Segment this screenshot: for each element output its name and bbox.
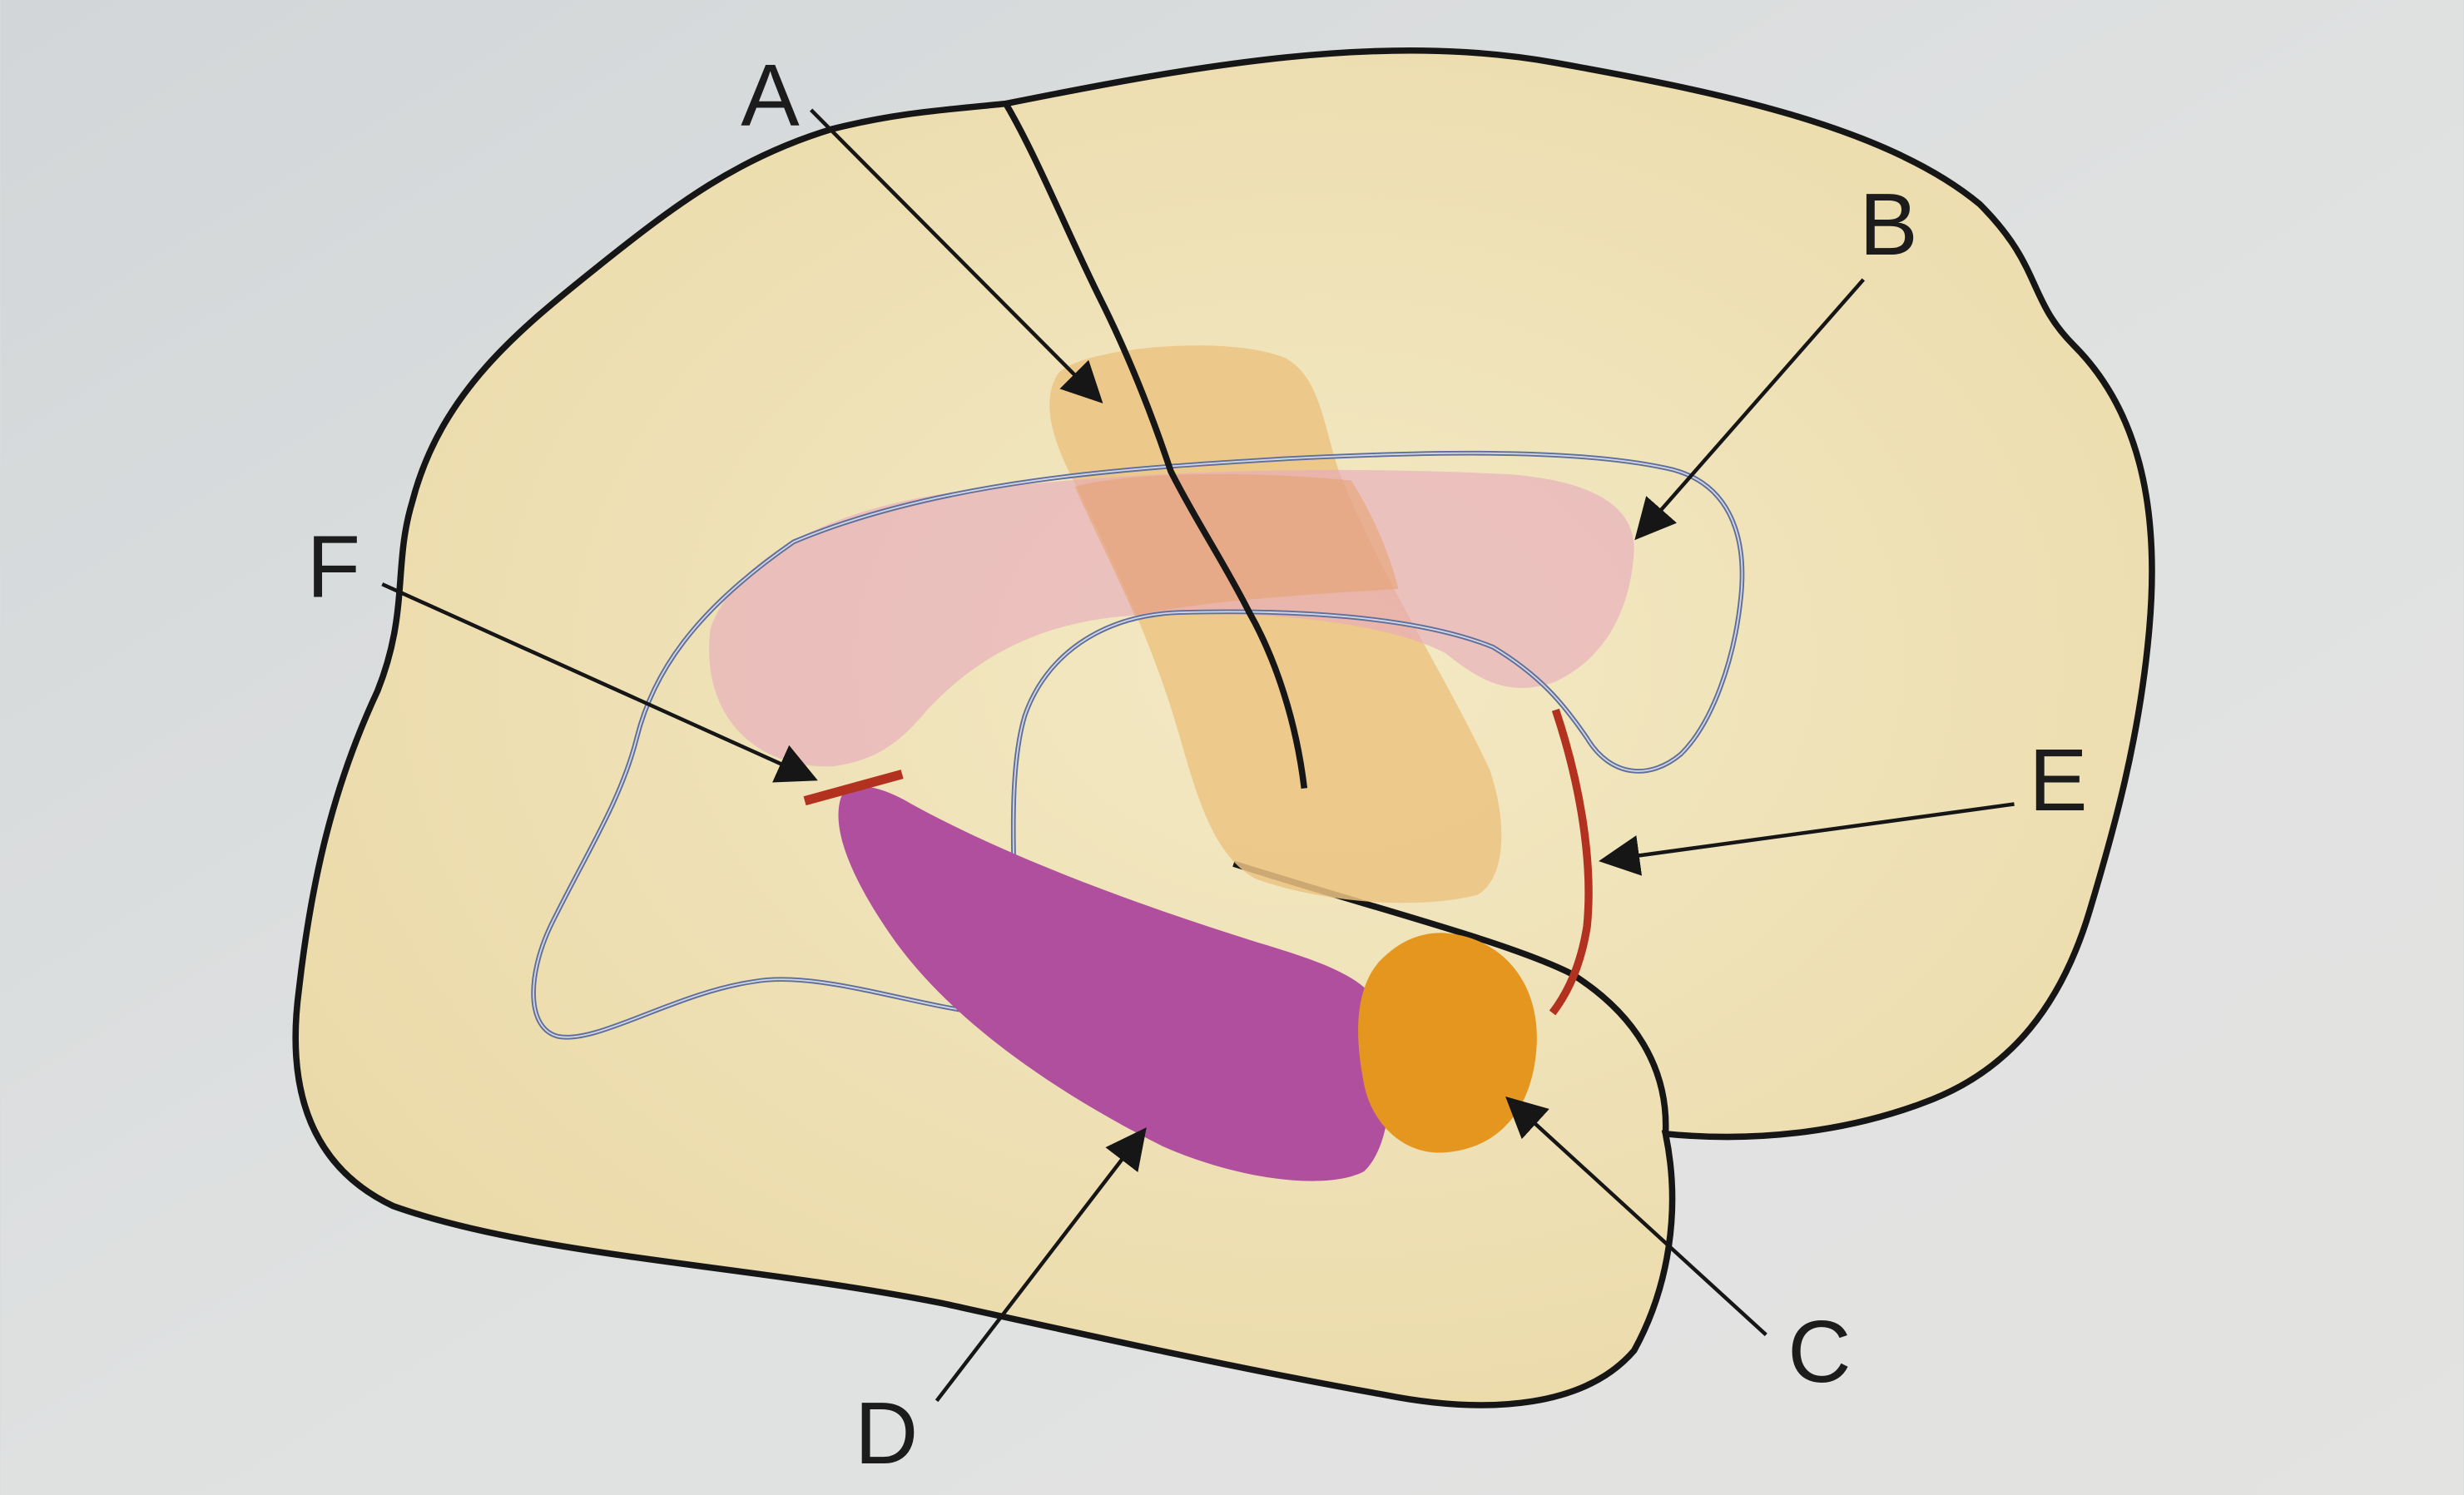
- marker-e: [1549, 708, 1593, 1016]
- arrow-b: [1634, 278, 1866, 541]
- label-c: C: [1787, 1303, 1851, 1401]
- label-b: B: [1859, 176, 1917, 274]
- arrow-e: [1599, 802, 2015, 876]
- label-a: A: [741, 47, 800, 145]
- ventricle-outline-inner: [533, 452, 1743, 1038]
- label-e: E: [2029, 731, 2087, 829]
- arrow-d: [935, 1127, 1147, 1403]
- label-f: F: [307, 517, 361, 616]
- arrow-f: [381, 582, 818, 783]
- region-c: [1358, 933, 1537, 1153]
- marker-f: [803, 770, 904, 806]
- region-b: [709, 469, 1634, 767]
- region-d: [838, 786, 1391, 1181]
- label-d: D: [855, 1384, 918, 1483]
- central-sulcus: [1003, 101, 1308, 790]
- arrow-c: [1505, 1096, 1767, 1337]
- arrow-a: [810, 108, 1103, 403]
- region-overlap: [1074, 473, 1399, 616]
